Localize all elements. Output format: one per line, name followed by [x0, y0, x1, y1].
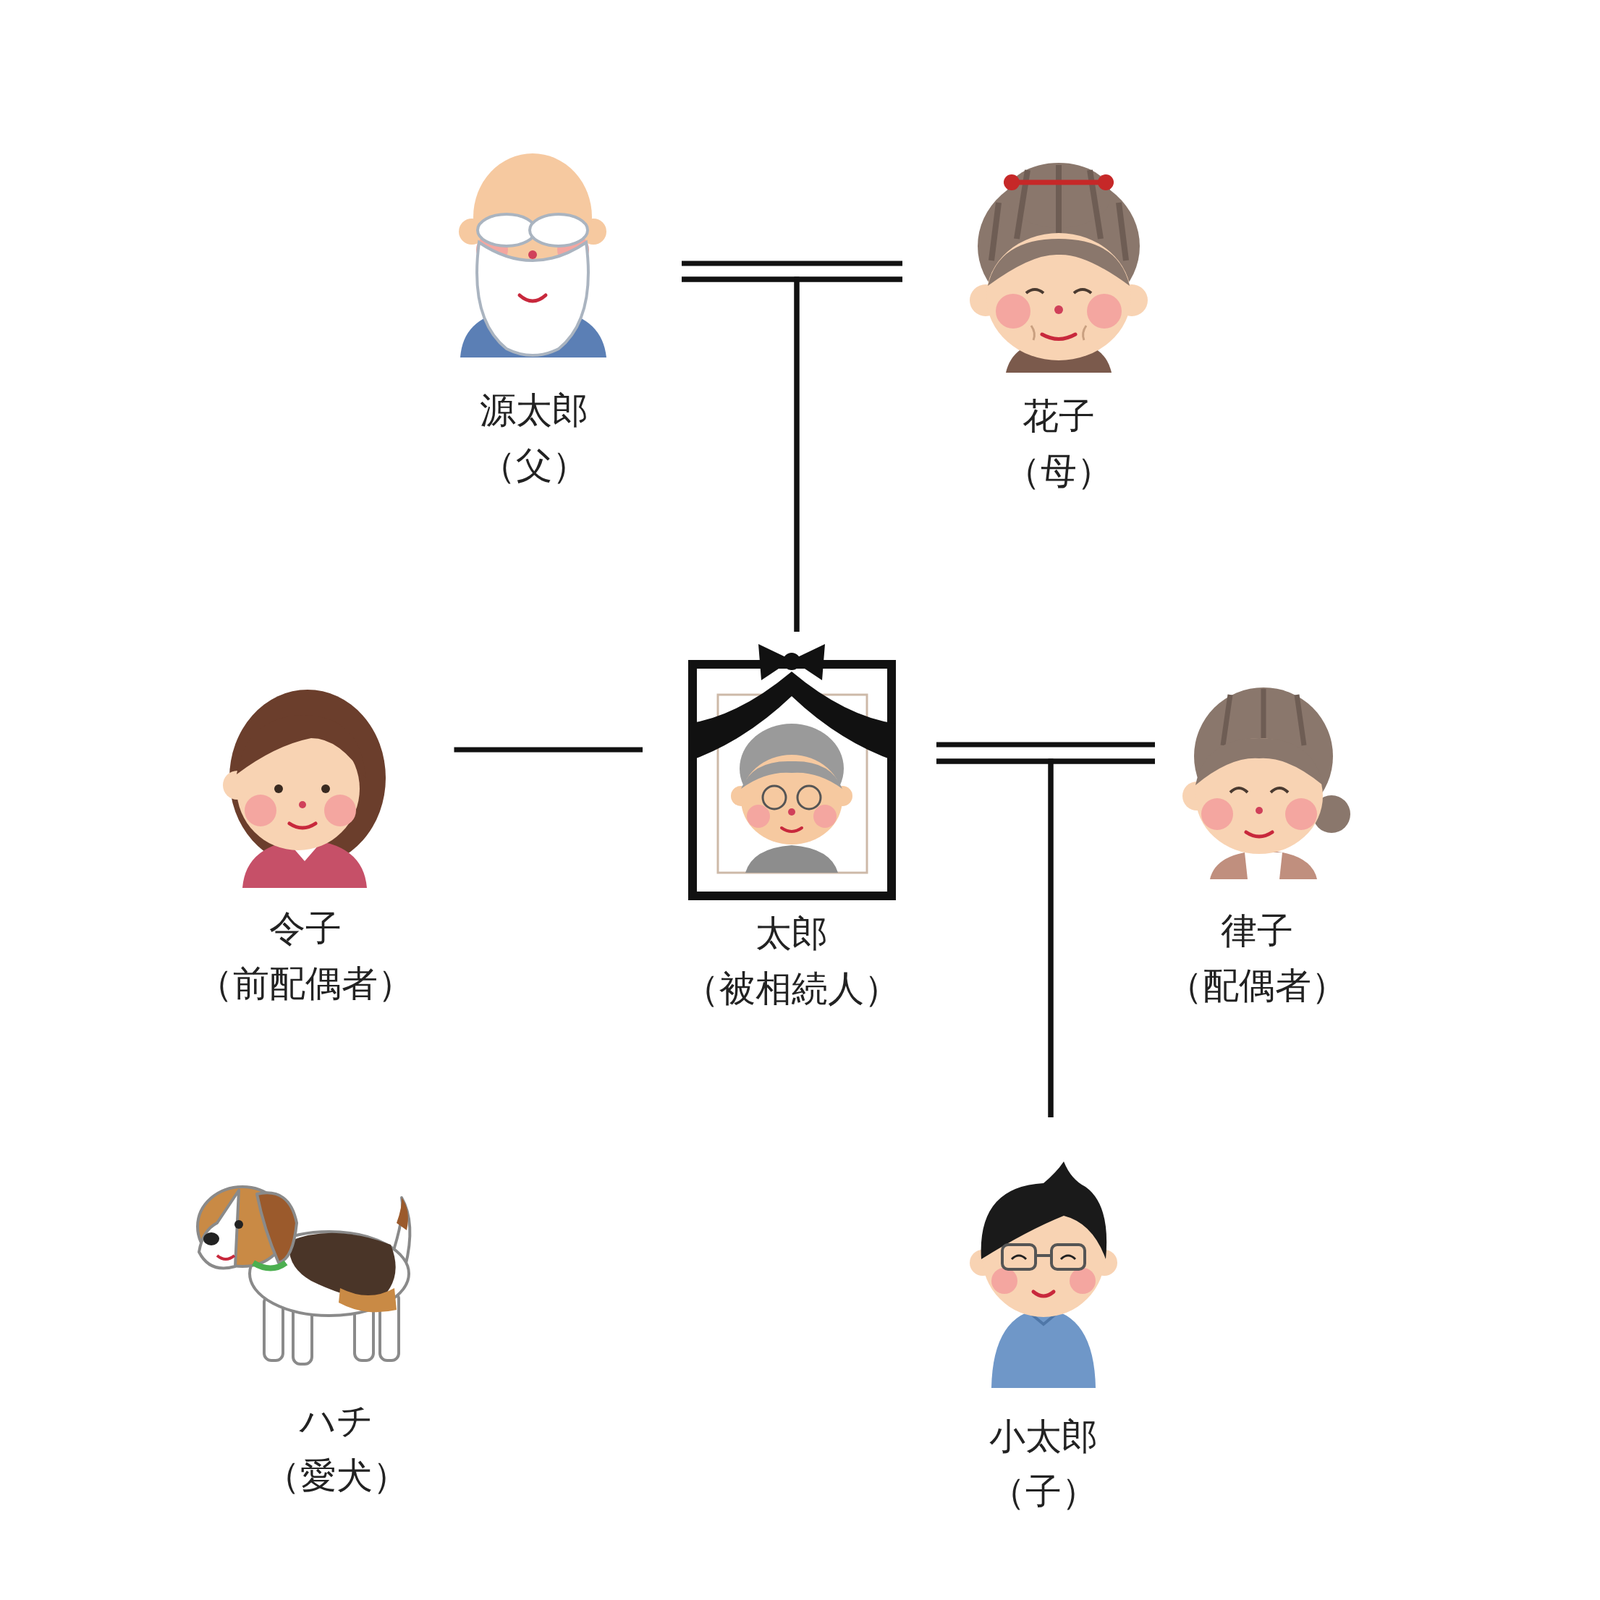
relation-label: （前配偶者） — [192, 955, 419, 1011]
family-line — [1050, 761, 1155, 1118]
text-group: 太郎（被相続人） — [668, 906, 915, 1017]
person-name: ハチ — [201, 1393, 472, 1449]
person-node: ハチ（愛犬） — [201, 1157, 472, 1508]
family-line — [454, 749, 644, 751]
father-illustration — [458, 153, 607, 358]
family-line — [796, 279, 903, 632]
deceased-portrait — [688, 644, 896, 896]
relation-label: （母） — [974, 443, 1143, 499]
connector-stroke — [1050, 761, 1155, 1118]
relation-label: （愛犬） — [201, 1448, 472, 1504]
relation-label: （父） — [458, 437, 610, 493]
person-name: 源太郎 — [458, 382, 610, 438]
person-node: 源太郎（父） — [458, 163, 610, 498]
text-group: 花子（母） — [974, 388, 1143, 499]
person-node: 律子（配偶者） — [1162, 681, 1352, 1018]
person-node: 令子（前配偶者） — [192, 672, 419, 1016]
mother-illustration — [969, 162, 1148, 373]
person-name: 小太郎 — [942, 1408, 1145, 1464]
relation-label: （被相続人） — [668, 961, 915, 1017]
person-name: 律子 — [1162, 903, 1352, 959]
text-group: 律子（配偶者） — [1162, 903, 1352, 1014]
family-line — [936, 761, 1051, 1118]
person-node: 太郎（被相続人） — [668, 647, 915, 1021]
person-name: 太郎 — [668, 906, 915, 962]
family-line — [681, 279, 797, 632]
person-name: 令子 — [192, 900, 419, 956]
person-node: 花子（母） — [974, 163, 1143, 503]
person-name: 花子 — [974, 388, 1143, 444]
spouse-illustration — [1182, 687, 1351, 880]
text-group: 令子（前配偶者） — [192, 900, 419, 1011]
connector-stroke — [681, 279, 797, 632]
text-group: 源太郎（父） — [458, 382, 610, 493]
former-spouse-illustration — [222, 689, 386, 888]
connector-stroke — [681, 261, 903, 267]
child-illustration — [969, 1161, 1118, 1388]
person-node: 小太郎（子） — [942, 1142, 1145, 1524]
connector-stroke — [936, 742, 1155, 748]
relation-label: （子） — [942, 1463, 1145, 1519]
connector-stroke — [454, 747, 644, 753]
text-group: 小太郎（子） — [942, 1408, 1145, 1519]
connector-stroke — [936, 761, 1051, 1118]
text-group: ハチ（愛犬） — [201, 1393, 472, 1504]
relation-label: （配偶者） — [1162, 958, 1352, 1014]
connector-stroke — [796, 279, 903, 632]
dog-illustration — [197, 1186, 410, 1365]
